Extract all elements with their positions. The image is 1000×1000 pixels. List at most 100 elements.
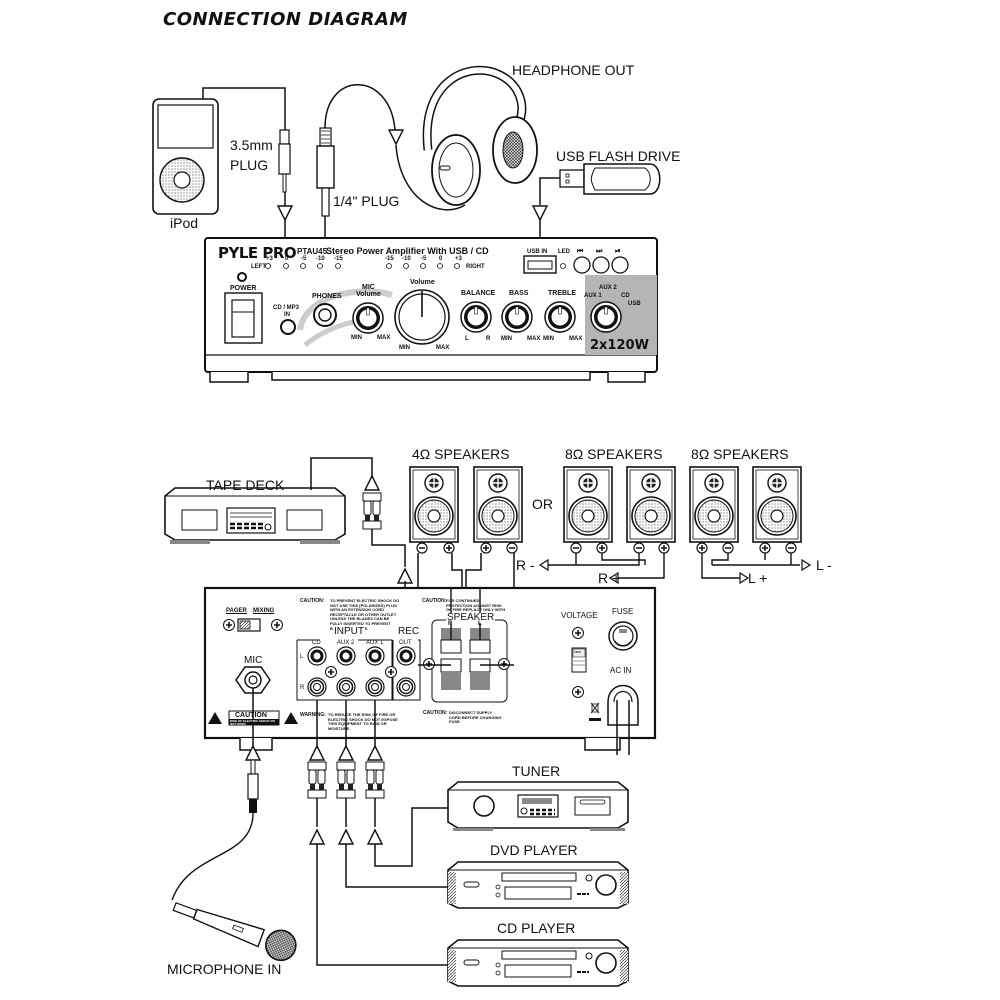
mic-plug-icon (247, 759, 259, 813)
led-scale-right: -15 (385, 256, 394, 262)
brand-logo: PYLE PRO (218, 244, 297, 262)
microphone-in-label: MICROPHONE IN (167, 961, 282, 977)
quarter-inch-plug-icon (316, 127, 335, 217)
ipod-label: iPod (170, 215, 199, 231)
caution-3-head: CAUTION: (423, 710, 448, 716)
model-label: PTAU45 (297, 247, 328, 256)
l-plus-label: L + (748, 570, 768, 586)
speakers-8ohm-right-label: 8Ω SPEAKERS (565, 446, 663, 462)
cd-mp3-label: CD / MP3 (273, 305, 300, 311)
ac-in-label: AC IN (610, 666, 632, 675)
or-label: OR (532, 496, 553, 512)
r-minus-label: R - (516, 557, 535, 573)
selector-aux2: AUX 2 (599, 285, 617, 291)
next-button-label[interactable]: ⏭ (596, 248, 603, 255)
amplifier-rear-panel (203, 586, 657, 755)
treble-knob[interactable] (544, 301, 576, 333)
caution-label: CAUTION (235, 712, 267, 719)
power-rating: 2x120W (590, 338, 649, 353)
bass-label: BASS (509, 290, 529, 297)
warning-head: WARNING: (300, 712, 326, 718)
pager-label: PAGER (226, 608, 247, 614)
led-indicator-label: LED (558, 249, 570, 255)
r-plus-label: R + (598, 570, 621, 586)
balance-label: BALANCE (461, 290, 496, 297)
usb-flash-drive-label: USB FLASH DRIVE (556, 148, 681, 164)
treble-max-label: MAX (569, 336, 583, 342)
input-selector-knob[interactable] (590, 301, 622, 333)
caution-3-text: DISCONNECT SUPPLY CORD BEFORE CHANGING F… (449, 710, 502, 725)
balance-knob[interactable] (460, 301, 492, 333)
plug-35mm-label-b: PLUG (230, 157, 269, 173)
volume-min-label: MIN (399, 345, 410, 351)
rec-out-label: OUT (399, 640, 412, 646)
mic-max-label: MAX (377, 335, 391, 341)
play-pause-button-label[interactable]: ⏯ (615, 248, 621, 255)
balance-l-label: L (465, 336, 469, 342)
speakers-8ohm-left-label: 8Ω SPEAKERS (691, 446, 789, 462)
volume-label: Volume (410, 279, 435, 286)
led-scale-left: -15 (334, 256, 343, 262)
mic-volume-knob[interactable] (352, 302, 384, 334)
volume-max-label: MAX (436, 345, 450, 351)
led-scale-right: +3 (455, 256, 462, 262)
led-scale-right: 0 (439, 256, 443, 262)
amp-description: Stereo Power Amplifier With USB / CD (326, 246, 489, 256)
diagram-title: CONNECTION DIAGRAM (163, 9, 408, 30)
fuse-label: FUSE (612, 607, 634, 616)
selector-usb: USB (628, 301, 641, 307)
speaker-group-8ohm-right (563, 466, 676, 554)
dvd-player-icon (447, 861, 629, 909)
cd-mp3-in-label: IN (284, 312, 290, 318)
phones-label: PHONES (312, 293, 342, 300)
master-volume-knob[interactable] (394, 289, 450, 345)
tape-deck-label: TAPE DECK (206, 477, 285, 493)
input-r-label: R (300, 685, 305, 691)
speaker-r-label: R (448, 621, 453, 627)
balance-r-label: R (486, 336, 491, 342)
led-scale-right: -5 (421, 256, 427, 262)
dvd-player-label: DVD PLAYER (490, 842, 578, 858)
bass-min-label: MIN (501, 336, 512, 342)
quarter-inch-plug-label: 1/4" PLUG (333, 193, 400, 209)
mixing-label: MIXING (253, 608, 275, 614)
input-aux1-label: AUX 1 (366, 640, 384, 646)
speaker-group-8ohm-left (689, 466, 802, 554)
led-right-label: RIGHT (466, 264, 485, 270)
microphone-icon (172, 902, 297, 962)
input-cd-label: CD (312, 640, 321, 646)
headphones-icon (422, 65, 538, 206)
rec-label: REC (397, 626, 421, 637)
input-l-label: L (300, 654, 304, 660)
tuner-icon (447, 781, 629, 831)
input-aux2-label: AUX 2 (337, 640, 355, 646)
speaker-l-label: L (478, 621, 482, 627)
mic-min-label: MIN (351, 335, 362, 341)
speaker-terminal-label: SPEAKER (446, 612, 496, 623)
voltage-value: 110V (574, 650, 581, 654)
treble-label: TREBLE (548, 290, 576, 297)
usb-in-label: USB IN (527, 249, 548, 255)
mic-volume-label-b: Volume (356, 291, 381, 298)
led-left-label: LEFT (251, 264, 266, 270)
bass-knob[interactable] (501, 301, 533, 333)
led-scale-left: 0 (285, 256, 289, 262)
plug-35mm-label: 3.5mm (230, 137, 273, 153)
speakers-4ohm-label: 4Ω SPEAKERS (412, 446, 510, 462)
selector-cd: CD (621, 293, 630, 299)
cd-player-label: CD PLAYER (497, 920, 576, 936)
power-label: POWER (230, 285, 257, 292)
headphone-out-label: HEADPHONE OUT (512, 62, 635, 78)
voltage-label: VOLTAGE (561, 611, 598, 620)
led-scale-right: -10 (402, 256, 411, 262)
treble-min-label: MIN (543, 336, 554, 342)
selector-aux1: AUX 1 (584, 293, 602, 299)
caution-sub: RISK OF ELECTRIC SHOCK DO NOT OPEN (230, 719, 276, 726)
caution-2-head: CAUTION: (422, 598, 447, 604)
prev-button-label[interactable]: ⏮ (577, 248, 584, 255)
cd-player-icon (447, 939, 629, 987)
usb-flash-drive-icon (559, 163, 661, 195)
mic-jack-label: MIC (244, 655, 263, 666)
led-scale-left: +3 (266, 256, 273, 262)
